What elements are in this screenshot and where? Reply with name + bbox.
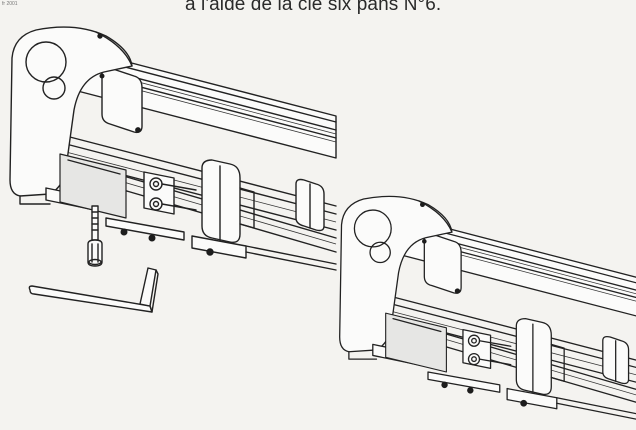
- instruction-caption: à l'aide de la clé six pans N°6.: [185, 0, 442, 15]
- hex-key-icon: [28, 267, 159, 313]
- frame-assembly-installed: [339, 195, 636, 421]
- page-reference-tag: fr 2001: [2, 1, 18, 7]
- frame-assembly-with-bolt: [9, 26, 337, 271]
- bolt-icon: [87, 205, 103, 267]
